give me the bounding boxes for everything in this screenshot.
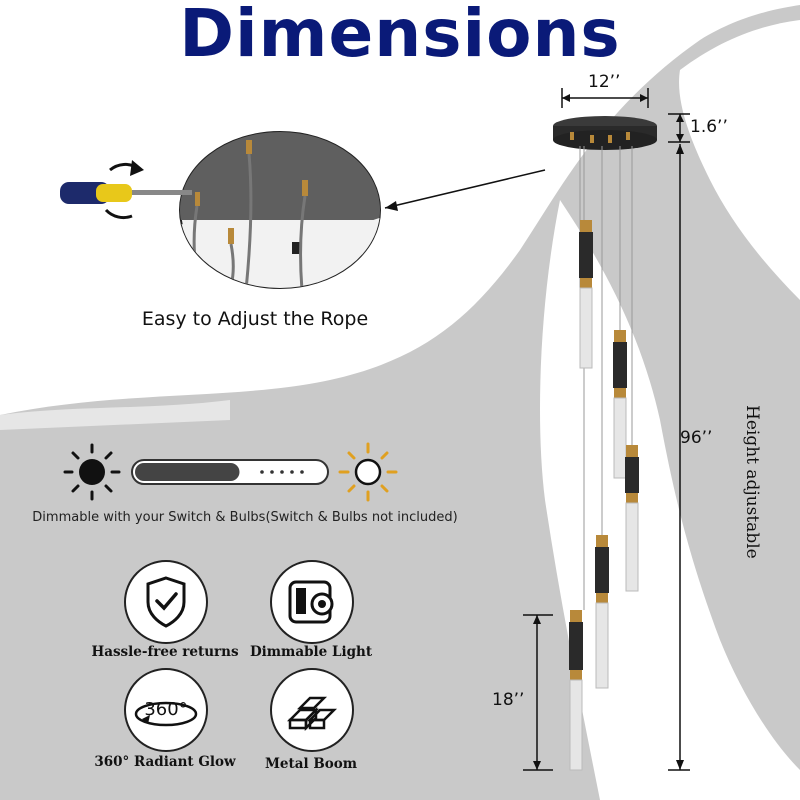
feature-label: Metal Boom — [264, 756, 358, 772]
canopy-height-label: 1.6’’ — [690, 117, 728, 137]
pendant-fixture-illustration — [553, 88, 690, 771]
height-adjustable-label: Height adjustable — [742, 405, 762, 559]
width-label: 12’’ — [588, 72, 621, 92]
pendant-length-arrow — [523, 614, 553, 771]
feature-icon-circle: 360° — [124, 668, 208, 752]
metal-bars-icon — [286, 696, 338, 732]
feature-label: Hassle-free returns — [91, 644, 239, 660]
pendant-length-label: 18’’ — [492, 690, 525, 710]
feature-label: 360° Radiant Glow — [94, 754, 236, 770]
rope-caption: Easy to Adjust the Rope — [141, 308, 369, 330]
shield-check-icon — [146, 576, 186, 628]
feature-icon-circle — [124, 560, 208, 644]
sun-dark-icon — [63, 443, 121, 501]
feature-icon-circle — [270, 560, 354, 644]
dimmer-graphic — [63, 442, 398, 502]
feature-label: Dimmable Light — [249, 644, 373, 660]
feature-icon-circle — [270, 668, 354, 752]
page-title: Dimensions — [179, 0, 621, 72]
dimmer-switch-icon — [288, 580, 334, 624]
rope-detail-illustration — [60, 131, 546, 289]
rotate-360-icon: 360° — [134, 699, 198, 727]
sun-light-icon — [338, 442, 398, 502]
screwdriver-icon — [60, 160, 192, 220]
icon-360-text: 360° — [144, 699, 187, 720]
dimmer-caption: Dimmable with your Switch & Bulbs(Switch… — [32, 510, 458, 525]
total-height-label: 96’’ — [680, 428, 713, 448]
